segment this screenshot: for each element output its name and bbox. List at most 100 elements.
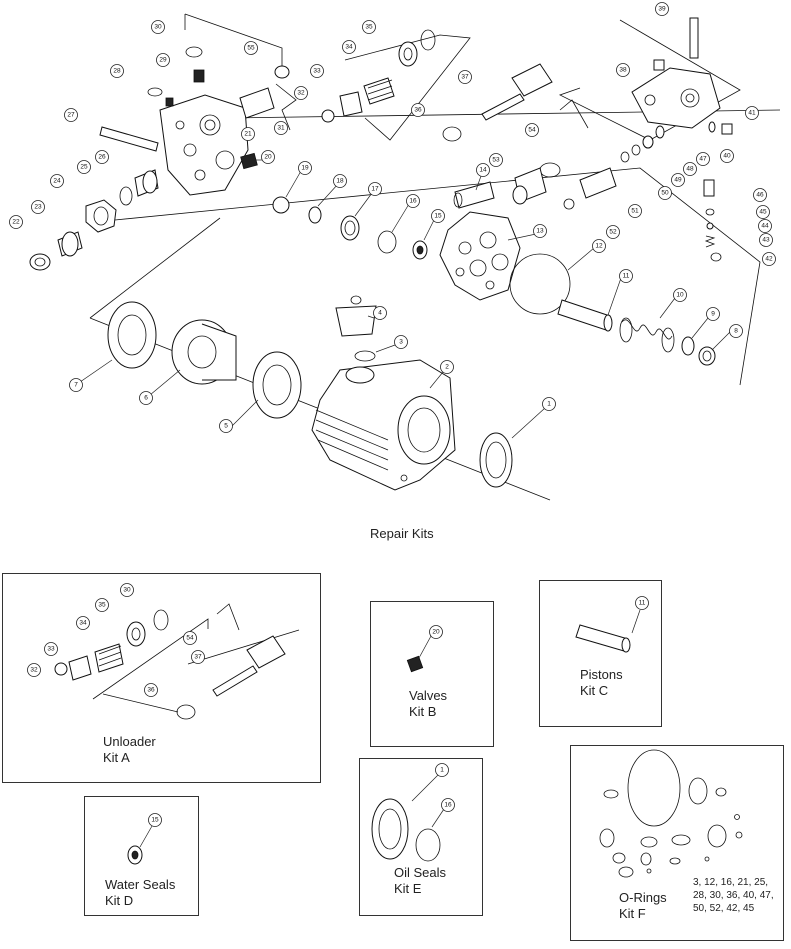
- callout-49: 49: [671, 173, 685, 187]
- svg-text:28: 28: [113, 68, 121, 75]
- svg-text:1: 1: [547, 401, 551, 408]
- svg-text:50: 50: [661, 190, 669, 197]
- svg-text:14: 14: [479, 167, 487, 174]
- svg-text:21: 21: [244, 131, 252, 138]
- svg-text:52: 52: [609, 229, 617, 236]
- svg-text:37: 37: [461, 74, 469, 81]
- callout-9: 9: [706, 307, 720, 321]
- svg-text:30: 30: [123, 587, 131, 594]
- callout-28: 28: [110, 64, 124, 78]
- svg-text:15: 15: [151, 817, 159, 824]
- kit-e-callout-1: 1: [435, 763, 449, 777]
- callout-44: 44: [758, 219, 772, 233]
- svg-text:48: 48: [686, 166, 694, 173]
- kit-a-callout-37: 37: [191, 650, 205, 664]
- callout-30: 30: [151, 20, 165, 34]
- kit-b-callout-20: 20: [429, 625, 443, 639]
- callout-52: 52: [606, 225, 620, 239]
- svg-text:54: 54: [186, 635, 194, 642]
- svg-text:25: 25: [80, 164, 88, 171]
- svg-text:30: 30: [154, 24, 162, 31]
- callout-26: 26: [95, 150, 109, 164]
- svg-text:46: 46: [756, 192, 764, 199]
- callout-17: 17: [368, 182, 382, 196]
- callout-12: 12: [592, 239, 606, 253]
- svg-text:32: 32: [30, 667, 38, 674]
- svg-text:45: 45: [759, 209, 767, 216]
- callout-40: 40: [720, 149, 734, 163]
- callout-24: 24: [50, 174, 64, 188]
- exploded-pump-diagram: 1 2 3 4 5 6 7 8 9 10 11 12 13 14 15 16 1…: [9, 2, 781, 501]
- svg-text:41: 41: [748, 110, 756, 117]
- svg-text:44: 44: [761, 223, 769, 230]
- callout-1: 1: [542, 397, 556, 411]
- svg-text:10: 10: [676, 292, 684, 299]
- svg-text:33: 33: [47, 646, 55, 653]
- svg-text:34: 34: [79, 620, 87, 627]
- callout-27: 27: [64, 108, 78, 122]
- svg-text:18: 18: [336, 178, 344, 185]
- unloader-valve-block: [631, 17, 721, 129]
- svg-text:37: 37: [194, 654, 202, 661]
- svg-text:36: 36: [147, 687, 155, 694]
- kit-a-label: Unloader Kit A: [103, 734, 156, 765]
- svg-text:4: 4: [378, 310, 382, 317]
- callout-33: 33: [310, 64, 324, 78]
- svg-text:11: 11: [639, 600, 646, 607]
- kit-d-water-seals-box: 15 Water Seals Kit D: [84, 796, 199, 916]
- callout-11: 11: [619, 269, 633, 283]
- callout-37: 37: [458, 70, 472, 84]
- callout-50: 50: [658, 186, 672, 200]
- repair-kits-title: Repair Kits: [370, 526, 434, 541]
- callout-39: 39: [655, 2, 669, 16]
- svg-text:20: 20: [264, 154, 272, 161]
- callout-20: 20: [261, 150, 275, 164]
- svg-text:49: 49: [674, 177, 682, 184]
- svg-text:23: 23: [34, 204, 42, 211]
- callout-2: 2: [440, 360, 454, 374]
- callout-4: 4: [373, 306, 387, 320]
- kit-a-callout-54: 54: [183, 631, 197, 645]
- svg-text:32: 32: [297, 90, 305, 97]
- svg-text:3: 3: [399, 339, 403, 346]
- svg-text:43: 43: [762, 237, 770, 244]
- kit-a-callout-36: 36: [144, 683, 158, 697]
- callout-46: 46: [753, 188, 767, 202]
- svg-text:33: 33: [313, 68, 321, 75]
- callout-54: 54: [525, 123, 539, 137]
- svg-text:51: 51: [631, 208, 639, 215]
- svg-text:35: 35: [98, 602, 106, 609]
- callout-23: 23: [31, 200, 45, 214]
- callout-16: 16: [406, 194, 420, 208]
- svg-text:26: 26: [98, 154, 106, 161]
- callout-25: 25: [77, 160, 91, 174]
- callout-8: 8: [729, 324, 743, 338]
- callout-15: 15: [431, 209, 445, 223]
- kit-b-label: Valves Kit B: [409, 688, 448, 719]
- svg-text:17: 17: [371, 186, 379, 193]
- callout-47: 47: [696, 152, 710, 166]
- svg-text:38: 38: [619, 67, 627, 74]
- manifold-head: [159, 94, 249, 196]
- callout-45: 45: [756, 205, 770, 219]
- kit-a-unloader-box: 30 35 34 33 32 54 37 36 Unloader Kit A: [2, 573, 321, 783]
- svg-text:13: 13: [536, 228, 544, 235]
- svg-text:40: 40: [723, 153, 731, 160]
- kit-a-callout-33: 33: [44, 642, 58, 656]
- svg-text:1: 1: [440, 767, 444, 774]
- callout-36: 36: [411, 103, 425, 117]
- kit-a-callout-32: 32: [27, 663, 41, 677]
- svg-text:16: 16: [409, 198, 417, 205]
- callout-22: 22: [9, 215, 23, 229]
- kit-f-ring-list: 3, 12, 16, 21, 25, 28, 30, 36, 40, 47, 5…: [693, 877, 774, 914]
- svg-text:35: 35: [365, 24, 373, 31]
- svg-text:19: 19: [301, 165, 309, 172]
- kit-d-label: Water Seals Kit D: [105, 877, 176, 908]
- kit-b-valves-box: 20 Valves Kit B: [370, 601, 494, 747]
- svg-text:16: 16: [444, 802, 452, 809]
- svg-text:34: 34: [345, 44, 353, 51]
- svg-text:47: 47: [699, 156, 707, 163]
- kit-a-callout-34: 34: [76, 616, 90, 630]
- svg-text:27: 27: [67, 112, 75, 119]
- callout-53: 53: [489, 153, 503, 167]
